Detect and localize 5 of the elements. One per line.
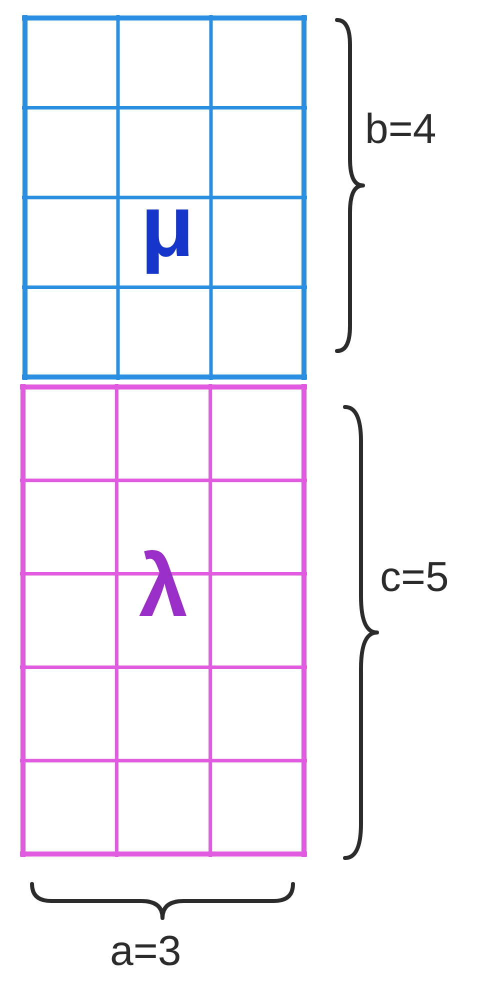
dimension-label: a=3 [110, 930, 182, 972]
dimension-label: c=5 [380, 556, 449, 598]
dimension-label: b=4 [365, 108, 436, 150]
grid [20, 384, 307, 857]
grid [22, 15, 307, 380]
